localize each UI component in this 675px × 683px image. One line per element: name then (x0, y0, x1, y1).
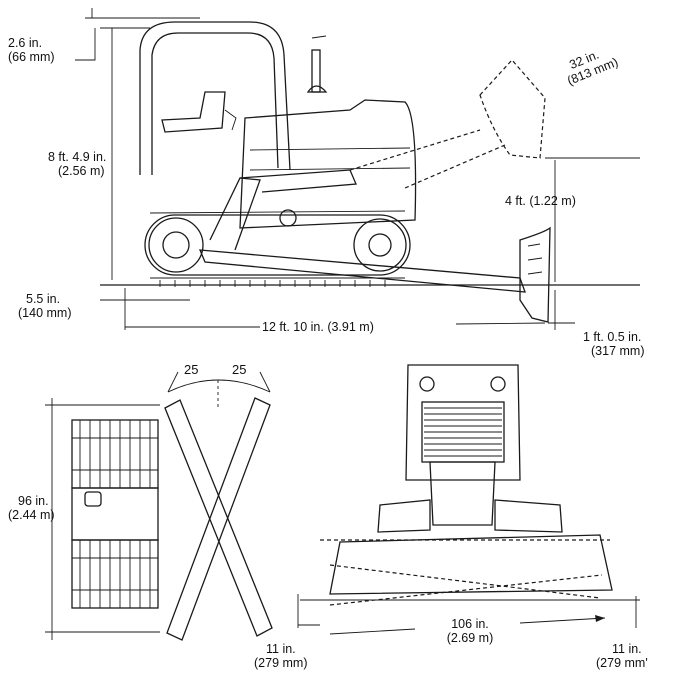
dim-tilt-right-metric: (279 mm' (596, 656, 648, 670)
dim-ground-clearance-metric: (140 mm) (18, 306, 72, 320)
top-view-drawing (45, 371, 273, 641)
dim-blade-width-metric: (2.69 m) (446, 631, 494, 645)
dim-tilt-right: 11 in. (279 mm' (596, 642, 648, 670)
front-view-drawing (297, 364, 640, 635)
dim-overall-height-imperial: 8 ft. 4.9 in. (48, 150, 107, 164)
dim-overall-height: 8 ft. 4.9 in. (2.56 m) (48, 150, 106, 178)
dim-tilt-left: 11 in. (279 mm) (254, 642, 307, 670)
upper-track (71, 419, 159, 489)
dim-blade-width-imperial: 106 in. (451, 617, 489, 631)
side-view-drawing (75, 8, 640, 330)
dim-ground-clearance-imperial: 5.5 in. (26, 292, 61, 306)
dim-track-width-imperial: 96 in. (18, 494, 49, 508)
dim-cab-offset: 2.6 in. (66 mm) (8, 36, 55, 64)
dim-tilt-right-imperial: 11 in. (612, 642, 642, 656)
angle-right-label: 25 (232, 362, 247, 377)
dim-digging-depth-imperial: 1 ft. 0.5 in. (583, 330, 642, 344)
dim-tilt-left-metric: (279 mm) (254, 656, 308, 670)
dim-ground-clearance: 5.5 in. (140 mm) (18, 292, 71, 320)
lower-track (71, 539, 159, 609)
dim-digging-depth: 1 ft. 0.5 in. (317 mm) (583, 330, 644, 358)
dim-track-width-metric: (2.44 m) (8, 508, 55, 522)
dim-track-width: 96 in. (2.44 m) (8, 494, 55, 522)
angle-left-label: 25 (184, 362, 199, 377)
dim-tilt-left-imperial: 11 in. (266, 642, 296, 656)
dim-overall-length: 12 ft. 10 in. (3.91 m) (262, 320, 374, 334)
dim-digging-depth-metric: (317 mm) (591, 344, 645, 358)
dim-blade-width: 106 in. (2.69 m) (420, 617, 520, 645)
dim-overall-height-metric: (2.56 m) (58, 164, 105, 178)
dim-cab-offset-imperial: 2.6 in. (8, 36, 43, 50)
dim-blade-lift: 4 ft. (1.22 m) (505, 194, 576, 208)
dim-cab-offset-metric: (66 mm) (8, 50, 55, 64)
